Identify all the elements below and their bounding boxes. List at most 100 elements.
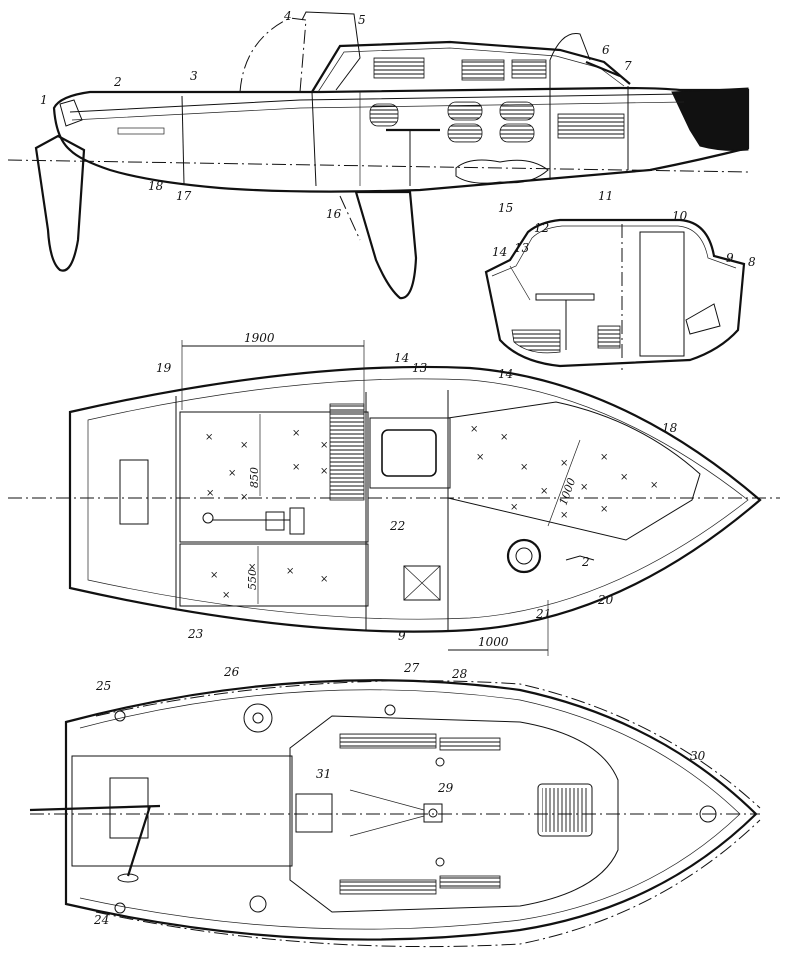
hull-deck bbox=[64, 679, 758, 941]
label-7: 7 bbox=[624, 59, 632, 73]
label-12: 12 bbox=[534, 221, 549, 235]
label-5: 5 bbox=[358, 13, 366, 27]
svg-text:×: × bbox=[240, 440, 248, 451]
svg-text:×: × bbox=[476, 452, 484, 463]
deck-plan: 25 26 27 28 29 30 31 24 bbox=[29, 661, 761, 948]
sail-bags bbox=[455, 159, 549, 184]
label-28: 28 bbox=[451, 667, 468, 681]
svg-text:×: × bbox=[600, 452, 608, 463]
label-3: 3 bbox=[190, 69, 198, 83]
svg-text:×: × bbox=[292, 428, 300, 439]
cabin-top bbox=[311, 40, 631, 93]
side-window-2 bbox=[461, 59, 505, 81]
label-26: 26 bbox=[223, 665, 240, 679]
label-14b: 14 bbox=[394, 351, 409, 365]
dim-1900: 1900 bbox=[244, 331, 275, 345]
hull-plan bbox=[68, 365, 762, 633]
cross-section: 14 12 13 10 9 8 bbox=[484, 209, 756, 370]
svg-text:×: × bbox=[520, 462, 528, 473]
svg-text:×: × bbox=[292, 462, 300, 473]
svg-text:×: × bbox=[240, 492, 248, 503]
dim-850: 850 bbox=[248, 467, 261, 488]
svg-text:×: × bbox=[320, 466, 328, 477]
svg-text:×: × bbox=[228, 468, 236, 479]
label-15: 15 bbox=[498, 201, 513, 215]
bow-section bbox=[671, 87, 749, 151]
section-outline bbox=[484, 218, 746, 368]
svg-text:×: × bbox=[560, 458, 568, 469]
label-1: 1 bbox=[40, 93, 48, 107]
bunk-cushions-side bbox=[369, 101, 535, 143]
deck-line bbox=[69, 93, 681, 113]
label-29: 29 bbox=[437, 781, 454, 795]
label-19: 19 bbox=[156, 361, 172, 375]
cockpit bbox=[71, 755, 293, 867]
svg-text:×: × bbox=[560, 510, 568, 521]
label-31: 31 bbox=[316, 767, 331, 781]
mast-step bbox=[423, 803, 443, 823]
stove-mark: 2 bbox=[581, 555, 590, 569]
svg-text:×: × bbox=[540, 486, 548, 497]
label-18: 18 bbox=[148, 179, 164, 193]
label-13: 13 bbox=[514, 241, 530, 255]
keel bbox=[354, 190, 418, 300]
svg-text:×: × bbox=[620, 472, 628, 483]
side-window-1 bbox=[373, 57, 425, 79]
svg-text:×: × bbox=[320, 574, 328, 585]
svg-text:×: × bbox=[320, 440, 328, 451]
forehatch bbox=[537, 783, 593, 837]
label-9: 9 bbox=[726, 251, 734, 265]
label-16: 16 bbox=[326, 207, 342, 221]
label-25: 25 bbox=[95, 679, 111, 693]
toilet bbox=[506, 538, 542, 574]
plan-interior: ××× ××× ××× ××× ×× ××× ××× ××× ××× × 190… bbox=[8, 331, 780, 656]
coachroof bbox=[289, 715, 619, 913]
hull-side bbox=[52, 86, 750, 193]
svg-text:×: × bbox=[222, 590, 230, 601]
forepeak-berth bbox=[447, 401, 701, 541]
dim-550: 550 bbox=[246, 569, 259, 590]
label-22: 22 bbox=[389, 519, 405, 533]
waterline bbox=[7, 159, 749, 173]
label-6: 6 bbox=[602, 43, 610, 57]
svg-text:×: × bbox=[248, 562, 256, 573]
svg-text:×: × bbox=[600, 504, 608, 515]
svg-text:×: × bbox=[580, 482, 588, 493]
label-9b: 9 bbox=[398, 629, 406, 643]
label-14: 14 bbox=[492, 245, 507, 259]
bow-fitting bbox=[699, 805, 717, 823]
label-18b: 18 bbox=[662, 421, 678, 435]
side-elevation: 1 2 3 4 5 6 7 11 15 16 17 18 bbox=[7, 9, 750, 300]
svg-text:×: × bbox=[205, 432, 213, 443]
label-13b: 13 bbox=[412, 361, 428, 375]
cushion-marks: ××× ××× ××× ××× ×× ××× ××× ××× ××× × bbox=[205, 424, 658, 601]
berth-23 bbox=[179, 543, 369, 607]
side-window-3 bbox=[511, 59, 547, 79]
label-24: 24 bbox=[93, 913, 109, 927]
svg-text:×: × bbox=[470, 424, 478, 435]
hatch-swing bbox=[239, 17, 307, 93]
label-30: 30 bbox=[690, 749, 706, 763]
svg-text:×: × bbox=[286, 566, 294, 577]
rudder bbox=[34, 134, 86, 272]
label-27: 27 bbox=[403, 661, 420, 675]
berth-19 bbox=[179, 411, 369, 543]
label-8: 8 bbox=[748, 255, 756, 269]
label-21: 21 bbox=[535, 607, 551, 621]
cockpit-hatch bbox=[119, 459, 149, 525]
label-20: 20 bbox=[597, 593, 614, 607]
label-14c: 14 bbox=[498, 367, 513, 381]
label-2: 2 bbox=[113, 75, 122, 89]
svg-text:×: × bbox=[210, 570, 218, 581]
section-door bbox=[639, 231, 685, 357]
svg-text:×: × bbox=[206, 488, 214, 499]
svg-text:×: × bbox=[510, 502, 518, 513]
dim-1000-diag: 1000 bbox=[557, 476, 579, 507]
svg-text:×: × bbox=[500, 432, 508, 443]
winch-26 bbox=[243, 703, 273, 733]
label-23: 23 bbox=[187, 627, 204, 641]
label-11: 11 bbox=[598, 189, 613, 203]
dim-1000: 1000 bbox=[478, 635, 509, 649]
